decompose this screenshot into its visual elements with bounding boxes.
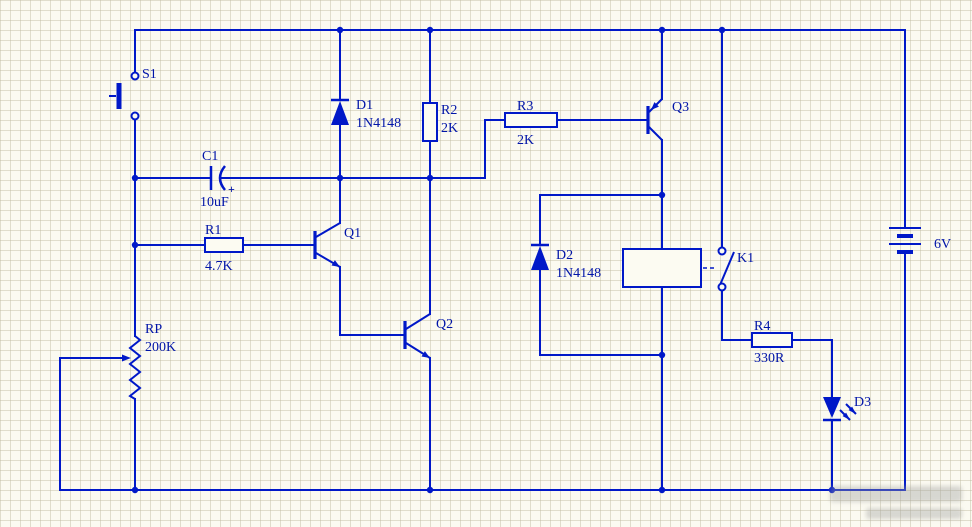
label-q2: Q2 <box>436 317 453 332</box>
capacitor-polarity: + <box>228 182 235 196</box>
label-r4: R4 <box>754 319 770 334</box>
label-r2: R2 <box>441 103 457 118</box>
potentiometer-wiper-arrow <box>122 354 131 362</box>
label-c1: C1 <box>202 149 218 164</box>
wire-c1-row <box>134 119 506 179</box>
contact-terminal <box>717 246 727 256</box>
junction-dot <box>131 241 139 249</box>
wire-k1-column <box>721 29 753 341</box>
label-k1: K1 <box>737 251 754 266</box>
label-s1: S1 <box>142 67 157 82</box>
component-battery: 6V <box>889 227 951 254</box>
junction-dot <box>131 174 139 182</box>
contact-arm <box>719 251 735 286</box>
junction-dot <box>426 174 434 182</box>
switch-actuator-bar <box>116 83 122 109</box>
junction-dot <box>426 486 434 494</box>
switch-terminal <box>130 71 140 81</box>
component-led-d3: D3 <box>823 395 871 422</box>
label-d2: D2 <box>556 248 573 263</box>
component-capacitor-c1: + C1 10uF <box>200 149 235 210</box>
led-emission-arrowhead <box>842 412 850 420</box>
watermark-blob <box>866 508 962 519</box>
wires <box>59 29 906 491</box>
value-c1: 10uF <box>200 195 229 210</box>
label-d1: D1 <box>356 98 373 113</box>
component-relay-contact-k1: K1 <box>703 246 754 292</box>
value-rp: 200K <box>145 340 176 355</box>
component-relay-coil <box>622 248 702 288</box>
value-r1: 4.7K <box>205 259 233 274</box>
value-r3: 2K <box>517 133 534 148</box>
component-resistor-r4: R4 330R <box>751 319 793 366</box>
junction-dot <box>658 26 666 34</box>
diode-triangle <box>331 101 349 125</box>
component-resistor-r3: R3 2K <box>504 99 558 148</box>
wire-q1-emitter-run <box>339 266 404 336</box>
junction-dot <box>336 26 344 34</box>
switch-terminal <box>130 111 140 121</box>
transistor-emitter-arrow <box>331 260 340 267</box>
junction-dot <box>658 486 666 494</box>
junction-dot <box>336 174 344 182</box>
resistor-body <box>751 332 793 348</box>
component-transistor-q2: Q2 <box>403 313 453 359</box>
junction-dot <box>658 351 666 359</box>
watermark-blob <box>830 486 962 502</box>
junction-dot <box>658 191 666 199</box>
resistor-body <box>504 112 558 128</box>
label-d3: D3 <box>854 395 871 410</box>
junction-dot <box>131 486 139 494</box>
wire-d2-loop <box>539 194 663 356</box>
transistor-emitter-arrow <box>421 351 430 358</box>
component-diode-d1: D1 1N4148 <box>331 98 401 131</box>
component-transistor-q3: Q3 <box>646 98 689 141</box>
led-triangle <box>823 397 841 418</box>
resistor-body <box>204 237 244 253</box>
watermark <box>830 486 962 519</box>
component-diode-d2: D2 1N4148 <box>531 243 601 281</box>
label-r3: R3 <box>517 99 533 114</box>
junction-dot <box>718 26 726 34</box>
relay-coil-body <box>622 248 702 288</box>
diode-triangle <box>531 246 549 270</box>
component-resistor-r1: R1 4.7K <box>204 223 244 274</box>
contact-terminal <box>717 282 727 292</box>
wire-rp-wiper <box>59 357 123 491</box>
component-resistor-r2: R2 2K <box>422 102 458 142</box>
value-r2: 2K <box>441 121 458 136</box>
label-q1: Q1 <box>344 226 361 241</box>
junction-dots <box>131 26 836 494</box>
transistor-emitter-arrow <box>651 102 659 110</box>
label-q3: Q3 <box>672 100 689 115</box>
capacitor-plate-curved <box>218 165 226 191</box>
label-r1: R1 <box>205 223 221 238</box>
label-rp: RP <box>145 322 162 337</box>
transistor-collector <box>405 313 431 330</box>
potentiometer-zigzag <box>128 335 142 400</box>
value-d2: 1N4148 <box>556 266 601 281</box>
resistor-body <box>422 102 438 142</box>
led-emission-arrowhead <box>848 406 856 414</box>
junction-dot <box>426 26 434 34</box>
value-d1: 1N4148 <box>356 116 401 131</box>
transistor-collector <box>648 126 663 141</box>
junction-dot <box>828 486 836 494</box>
component-pushbutton-s1: S1 <box>109 67 157 121</box>
component-potentiometer-rp: RP 200K <box>122 322 176 400</box>
value-battery: 6V <box>934 237 951 252</box>
value-r4: 330R <box>754 351 785 366</box>
component-transistor-q1: Q1 <box>313 222 361 268</box>
transistor-collector <box>315 222 341 238</box>
wire-r4-d3 <box>791 339 833 491</box>
